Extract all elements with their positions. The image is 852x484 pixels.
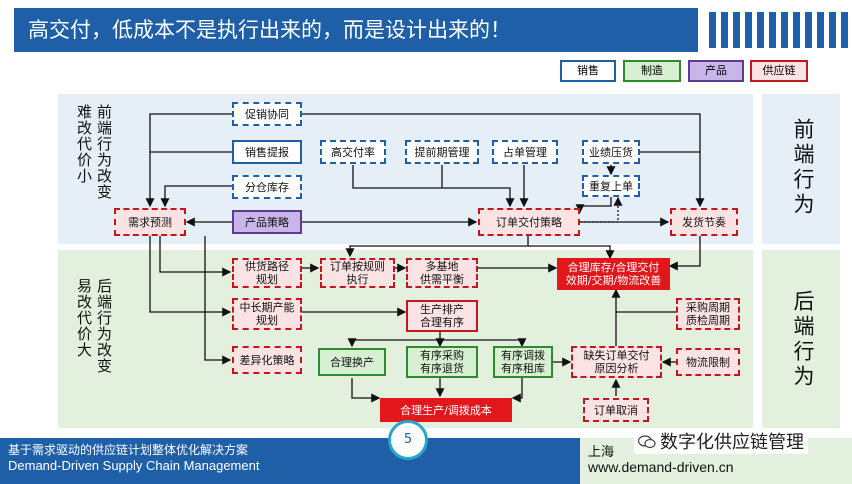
node-sales-report: 销售提报 xyxy=(232,140,302,164)
node-changeover: 合理换产 xyxy=(318,348,386,376)
wechat-watermark-text: 数字化供应链管理 xyxy=(660,432,804,453)
wechat-icon xyxy=(638,435,656,449)
node-multi-base-line2: 供需平衡 xyxy=(420,273,464,286)
node-high-delivery: 高交付率 xyxy=(320,140,386,164)
node-demand-forecast: 需求预测 xyxy=(114,208,186,236)
front-label-1: 前端行为改变 xyxy=(95,104,113,200)
node-multi-base-line1: 多基地 xyxy=(425,260,459,273)
node-reasonable-prod: 合理生产/调拨成本 xyxy=(380,398,512,422)
node-supply-path-line1: 供货路径 xyxy=(245,260,289,273)
front-label-2: 难改代价小 xyxy=(75,104,93,184)
node-promo: 促销协同 xyxy=(232,102,302,126)
legend-supply-chain: 供应链 xyxy=(750,60,808,82)
front-side-panel xyxy=(762,94,840,244)
footer-solution-subtitle: Demand-Driven Supply Chain Management xyxy=(8,458,260,473)
node-ordered-purchase: 有序采购 有序退货 xyxy=(406,346,478,378)
node-order-rule-line2: 执行 xyxy=(346,273,369,286)
node-ordered-transfer-line1: 有序调拨 xyxy=(501,349,545,362)
node-advance-mgmt: 提前期管理 xyxy=(405,140,479,164)
node-ship-rhythm: 发货节奏 xyxy=(670,208,738,236)
page-number: 5 xyxy=(388,420,428,460)
node-reasonable-line1: 合理库存/合理交付 xyxy=(567,261,660,274)
node-reasonable: 合理库存/合理交付 效期/交期/物流改善 xyxy=(557,258,670,290)
node-stockout-line1: 缺失订单交付 xyxy=(583,349,650,362)
node-stockout: 缺失订单交付 原因分析 xyxy=(571,346,662,378)
node-ordered-purchase-line2: 有序退货 xyxy=(420,362,464,375)
back-label-1: 后端行为改变 xyxy=(95,278,113,374)
node-order-occupy: 占单管理 xyxy=(492,140,558,164)
node-long-cycle-line2: 规划 xyxy=(256,314,278,327)
node-dup-order: 重复上单 xyxy=(582,175,640,197)
node-order-strategy: 订单交付策略 xyxy=(478,208,580,236)
node-ordered-purchase-line1: 有序采购 xyxy=(420,349,464,362)
title-decoration xyxy=(707,8,849,52)
back-side-panel xyxy=(762,250,840,428)
footer-website: www.demand-driven.cn xyxy=(588,459,734,475)
node-reasonable-line2: 效期/交期/物流改善 xyxy=(565,274,662,287)
legend-product: 产品 xyxy=(688,60,744,82)
node-long-cycle-line1: 中长期产能 xyxy=(239,301,295,314)
side-label-back: 后端行为 xyxy=(791,290,815,390)
node-ordered-transfer-line2: 有序租库 xyxy=(501,362,545,375)
node-stockout-line2: 原因分析 xyxy=(594,362,639,375)
node-warehouse-stock: 分仓库存 xyxy=(232,175,302,199)
legend-manufacturing: 制造 xyxy=(623,60,681,82)
node-prod-sched: 生产排产 合理有序 xyxy=(406,300,478,332)
back-label-2: 易改代价大 xyxy=(75,278,93,358)
node-long-cycle: 中长期产能 规划 xyxy=(232,298,302,330)
node-purchase-cycle-line1: 采购周期 xyxy=(686,301,730,314)
node-order-cancel: 订单取消 xyxy=(583,398,649,422)
node-multi-base: 多基地 供需平衡 xyxy=(406,258,478,288)
legend-sales: 销售 xyxy=(560,60,616,82)
wechat-watermark: 数字化供应链管理 xyxy=(634,428,808,454)
node-prod-sched-line1: 生产排产 xyxy=(420,303,464,316)
node-supply-path-line2: 规划 xyxy=(256,273,278,286)
node-logistics-limit: 物流限制 xyxy=(676,348,740,376)
node-product-strategy: 产品策略 xyxy=(232,210,302,234)
node-kpi-pressure: 业绩压货 xyxy=(582,140,640,164)
node-prod-sched-line2: 合理有序 xyxy=(420,316,464,329)
footer-solution-title: 基于需求驱动的供应链计划整体优化解决方案 xyxy=(8,443,249,457)
node-order-rule: 订单按规则 执行 xyxy=(320,258,395,288)
node-purchase-cycle: 采购周期 质检周期 xyxy=(676,298,740,330)
node-diff-strategy: 差异化策略 xyxy=(232,346,302,374)
node-supply-path: 供货路径 规划 xyxy=(232,258,302,288)
footer-company: 上海 xyxy=(588,445,615,460)
page-title: 高交付，低成本不是执行出来的，而是设计出来的！ xyxy=(14,8,698,52)
node-purchase-cycle-line2: 质检周期 xyxy=(686,314,730,327)
side-label-front: 前端行为 xyxy=(791,118,815,218)
node-ordered-transfer: 有序调拨 有序租库 xyxy=(493,346,553,378)
node-order-rule-line1: 订单按规则 xyxy=(330,260,385,273)
